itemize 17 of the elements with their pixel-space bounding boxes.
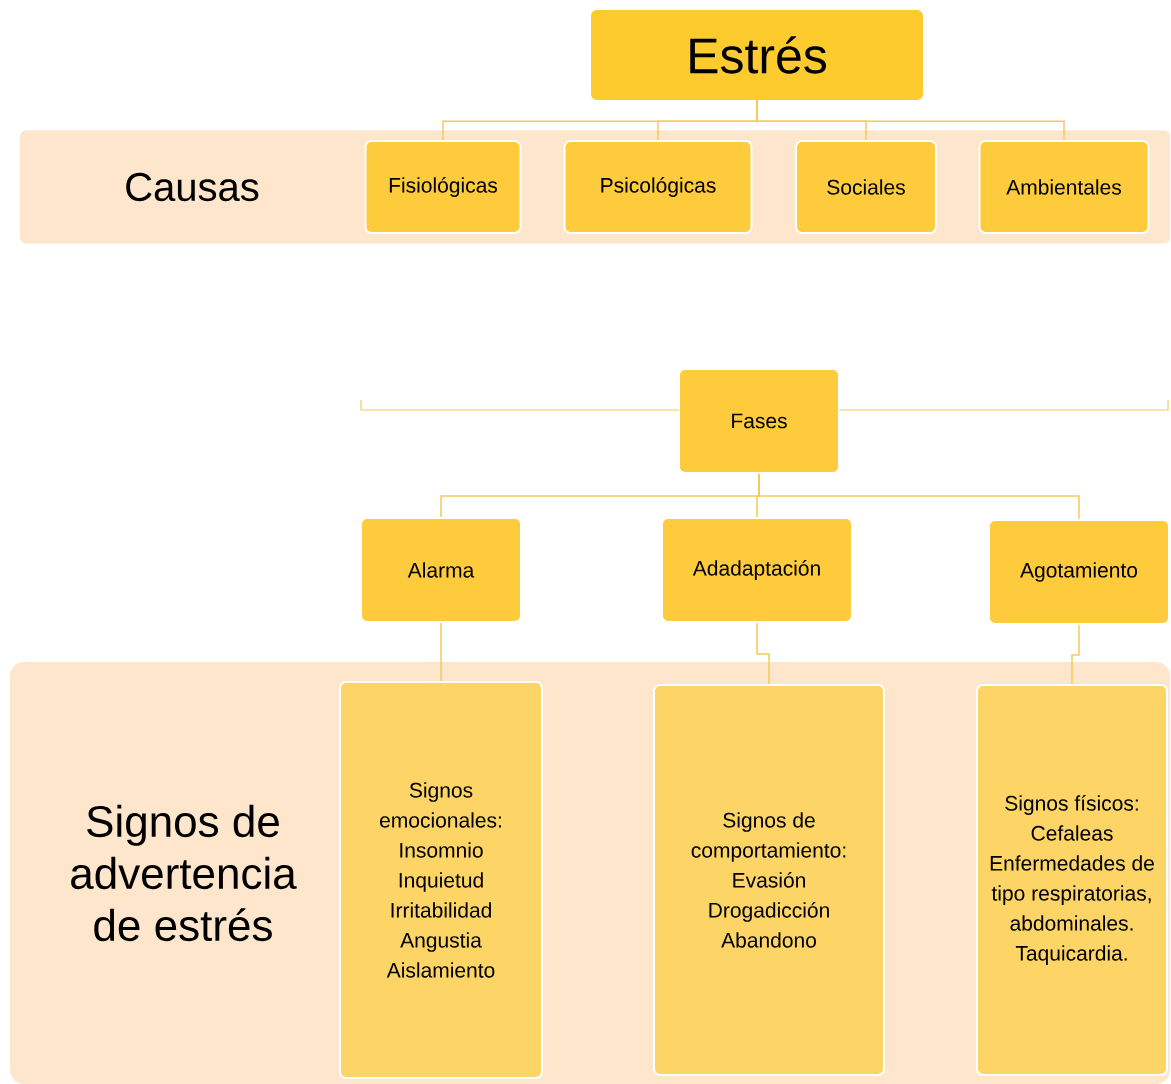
cause-box: Ambientales: [978, 140, 1150, 234]
signs-box: Signos físicos: Cefaleas Enfermedades de tipo respiratorias, abdominales. Taquicardia.: [976, 684, 1168, 1076]
connector-line: [440, 622, 442, 682]
phase-box: Alarma: [360, 517, 522, 623]
connector-line: [756, 99, 1065, 141]
cause-box: Sociales: [795, 140, 937, 234]
signs-box: Signos de comportamiento: Evasión Drogadicción Abandono: [653, 684, 885, 1076]
phase-box: Agotamiento: [988, 519, 1170, 625]
cause-box: Fisiológicas: [364, 140, 522, 234]
connector-line: [1071, 624, 1080, 685]
connector-line: [756, 622, 770, 685]
title-box: Estrés: [591, 10, 923, 100]
phase-box: Fases: [678, 368, 840, 474]
cause-box: Psicológicas: [563, 140, 753, 234]
phase-box: Adadaptación: [661, 517, 853, 623]
connector-line: [758, 473, 1080, 520]
signs-box: Signos emocionales: Insomnio Inquietud Irritabilidad Angustia Aislamiento: [339, 681, 543, 1079]
